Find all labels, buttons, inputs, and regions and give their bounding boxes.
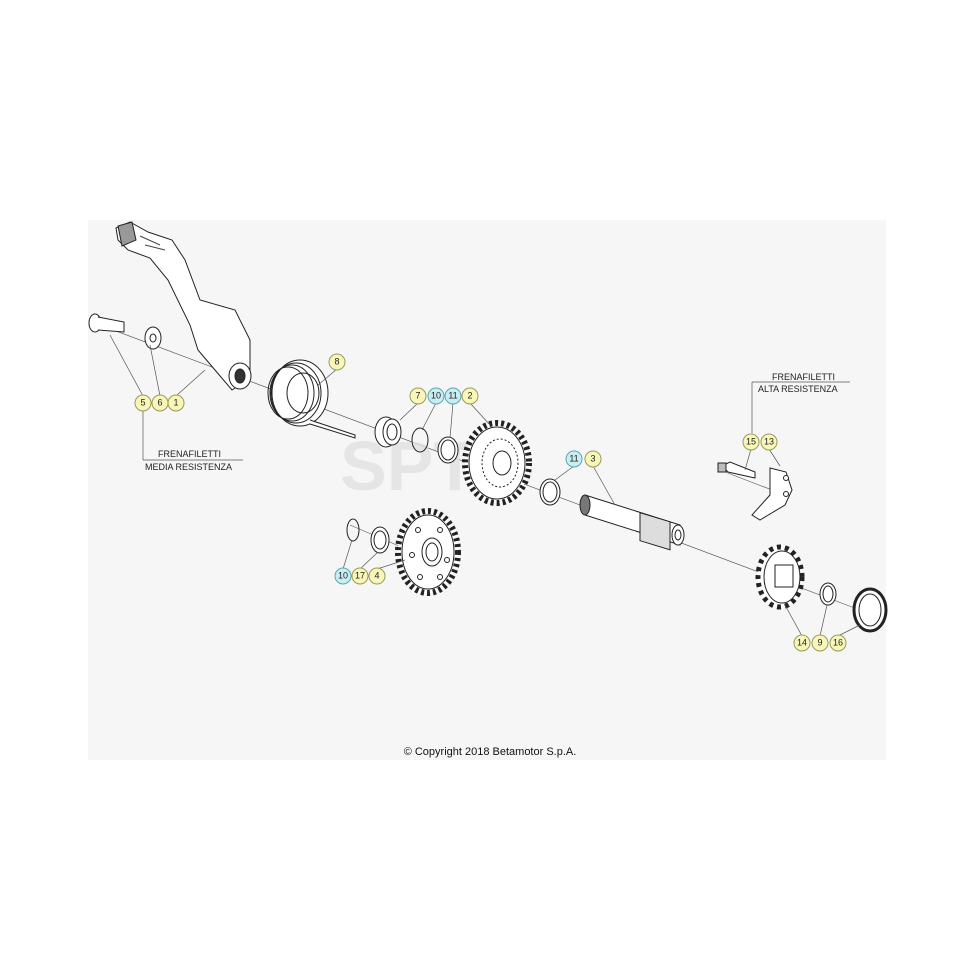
bolt-part-15: [717, 461, 756, 479]
washer-part-9: [819, 582, 837, 606]
idler-gear-part-4: [395, 508, 461, 596]
callout-part-16[interactable]: 16: [829, 634, 847, 652]
circlip-part-10b: [346, 518, 360, 542]
callout-part-10[interactable]: 10: [427, 387, 445, 405]
callout-part-8[interactable]: 8: [328, 353, 346, 371]
callout-part-3[interactable]: 3: [584, 450, 602, 468]
bushing-part-7: [374, 416, 402, 448]
ratchet-gear-part-14: [755, 544, 805, 610]
leader-lines: [109, 334, 861, 637]
ratchet-stop-part-13: [751, 467, 793, 521]
callout-part-14[interactable]: 14: [793, 634, 811, 652]
gear-part-2: [462, 420, 532, 506]
circlip-part-10a: [411, 427, 429, 453]
bolt-part-5: [88, 313, 125, 333]
threadlocker-note-high-strength: ALTA RESISTENZA: [758, 384, 838, 394]
callout-part-2[interactable]: 2: [461, 387, 479, 405]
washer-part-11b: [539, 478, 561, 506]
callout-part-6[interactable]: 6: [151, 394, 169, 412]
washer-part-11a: [437, 436, 459, 464]
callout-part-5[interactable]: 5: [134, 394, 152, 412]
copyright-notice: © Copyright 2018 Betamotor S.p.A.: [403, 746, 577, 758]
watermark: SPT: [340, 427, 476, 505]
kickstart-spring-part-8: [267, 359, 356, 439]
callout-part-4[interactable]: 4: [368, 567, 386, 585]
callout-part-1[interactable]: 1: [167, 394, 185, 412]
callout-part-11[interactable]: 11: [444, 387, 462, 405]
callout-part-13[interactable]: 13: [760, 433, 778, 451]
washer-part-6: [144, 326, 162, 350]
callout-part-11[interactable]: 11: [565, 450, 583, 468]
kickstart-lever-part-1: [115, 221, 252, 391]
callout-part-9[interactable]: 9: [811, 634, 829, 652]
threadlocker-note-medium-title: FRENAFILETTI: [158, 449, 222, 459]
ring-part-16: [852, 587, 888, 633]
threadlocker-note-high-title: FRENAFILETTI: [772, 372, 836, 382]
callout-part-10[interactable]: 10: [334, 567, 352, 585]
callout-part-7[interactable]: 7: [409, 387, 427, 405]
washer-part-17: [370, 526, 390, 554]
threadlocker-note-medium-strength: MEDIA RESISTENZA: [145, 462, 233, 472]
kickstart-shaft-part-3: [579, 494, 685, 551]
callout-part-15[interactable]: 15: [742, 433, 760, 451]
callout-part-17[interactable]: 17: [351, 567, 369, 585]
svg-text:SPT: SPT: [340, 427, 476, 505]
